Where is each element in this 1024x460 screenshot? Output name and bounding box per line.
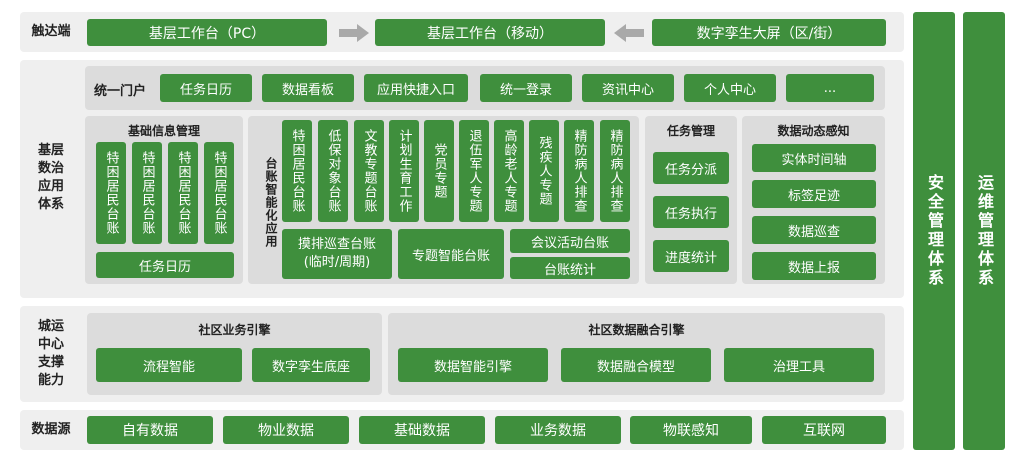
source-item: 自有数据 (87, 416, 213, 444)
source-layer-label: 数据源 (31, 422, 71, 437)
perception-title: 数据动态感知 (777, 124, 850, 138)
source-item: 业务数据 (495, 416, 621, 444)
maintenance-system-column: 运维管理体系 (963, 12, 1005, 450)
source-item: 物业数据 (223, 416, 349, 444)
ledger-box: 特困居民台账 (204, 142, 234, 244)
ledger-box: 特困居民台账 (132, 142, 162, 244)
digital-twin-screen-box: 数字孪生大屏（区/街） (652, 19, 886, 46)
meeting-ledger-box: 会议活动台账 (510, 229, 630, 253)
perception-item: 数据上报 (752, 252, 876, 280)
smart-ledger-column: 精防病人排查 (600, 120, 630, 222)
smart-ledger-column: 精防病人排查 (564, 120, 594, 222)
perception-item: 数据巡查 (752, 216, 876, 244)
portal-item: 个人中心 (684, 74, 776, 102)
pc-workbench-box: 基层工作台（PC） (87, 19, 327, 46)
smart-ledger-column: 残疾人专题 (529, 120, 559, 222)
arrow-left-icon (614, 24, 644, 42)
basic-info-title: 基础信息管理 (127, 124, 200, 138)
fusion-engine-title: 社区数据融合引擎 (588, 323, 685, 337)
task-item: 任务分派 (653, 152, 729, 184)
ledger-box: 特困居民台账 (168, 142, 198, 244)
security-system-column: 安全管理体系 (913, 12, 955, 450)
smart-ledger-column: 低保对象台账 (318, 120, 348, 222)
portal-item: 资讯中心 (582, 74, 674, 102)
ops-layer-label: 城运 中心 支撑 能力 (37, 319, 64, 388)
ledger-stats-box: 台账统计 (510, 257, 630, 279)
app-layer-label: 基层 数治 应用 体系 (37, 143, 64, 212)
portal-item-more: ... (786, 74, 874, 102)
smart-ledger-column: 特困居民台账 (282, 120, 312, 222)
basic-calendar-box: 任务日历 (96, 252, 234, 278)
portal-item: 数据看板 (262, 74, 354, 102)
perception-item: 标签足迹 (752, 180, 876, 208)
portal-item: 应用快捷入口 (364, 74, 468, 102)
survey-ledger-box: 摸排巡查台账 (临时/周期) (282, 229, 392, 279)
topic-ledger-box: 专题智能台账 (398, 229, 504, 279)
touch-layer-label: 触达端 (31, 24, 71, 39)
task-item: 进度统计 (653, 240, 729, 272)
smart-ledger-column: 党员专题 (424, 120, 454, 222)
arrow-right-icon (339, 24, 369, 42)
smart-ledger-column: 计划生育工作 (389, 120, 419, 222)
perception-item: 实体时间轴 (752, 144, 876, 172)
task-title: 任务管理 (666, 124, 715, 138)
smart-ledger-title: 台账智能化应用 (264, 156, 278, 248)
source-item: 基础数据 (359, 416, 485, 444)
business-engine-title: 社区业务引擎 (198, 323, 271, 337)
smart-ledger-column: 高龄老人专题 (494, 120, 524, 222)
business-engine-item: 数字孪生底座 (252, 348, 370, 382)
portal-label: 统一门户 (93, 84, 146, 99)
fusion-engine-item: 治理工具 (724, 348, 874, 382)
source-item: 互联网 (762, 416, 886, 444)
source-item: 物联感知 (630, 416, 752, 444)
business-engine-item: 流程智能 (96, 348, 242, 382)
fusion-engine-item: 数据融合模型 (561, 348, 711, 382)
portal-item: 统一登录 (480, 74, 572, 102)
fusion-engine-item: 数据智能引擎 (398, 348, 548, 382)
mobile-workbench-box: 基层工作台（移动） (375, 19, 605, 46)
smart-ledger-column: 文教专题台账 (354, 120, 384, 222)
task-item: 任务执行 (653, 196, 729, 228)
smart-ledger-column: 退伍军人专题 (459, 120, 489, 222)
ledger-box: 特困居民台账 (96, 142, 126, 244)
portal-item: 任务日历 (160, 74, 252, 102)
